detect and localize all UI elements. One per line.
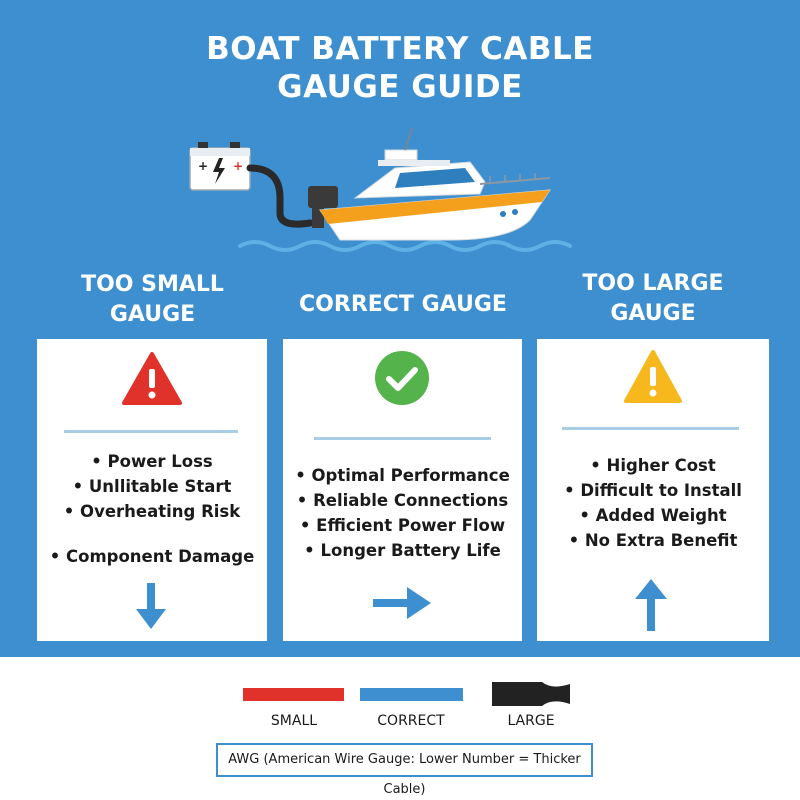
heading-too-small-line-2: GAUGE — [109, 302, 196, 327]
boat-icon — [308, 127, 551, 241]
battery-icon: + + — [189, 142, 251, 191]
too-large-list: Higher Cost Difficult to Install Added W… — [537, 453, 769, 553]
water-waves — [238, 240, 572, 252]
heading-too-large: TOO LARGE GAUGE — [537, 269, 769, 329]
card-too-small: Power Loss Unllitable Start Overheating … — [37, 339, 267, 641]
awg-footnote: AWG (American Wire Gauge: Lower Number =… — [216, 743, 593, 797]
arrow-down-icon — [136, 583, 166, 629]
correct-list: Optimal Performance Reliable Connections… — [283, 463, 522, 563]
list-item: Optimal Performance — [283, 463, 522, 488]
list-item: Difficult to Install — [537, 478, 769, 503]
heading-correct: CORRECT GAUGE — [283, 290, 523, 320]
hero-illustration: + + — [189, 127, 572, 252]
list-item: Reliable Connections — [283, 488, 522, 513]
svg-text:+: + — [198, 159, 208, 173]
legend-label-small: SMALL — [270, 713, 318, 729]
check-circle-icon — [375, 351, 429, 405]
page-title: BOAT BATTERY CABLE GAUGE GUIDE — [0, 30, 800, 106]
card-divider — [314, 437, 491, 440]
warning-red-icon — [122, 352, 182, 405]
card-divider — [64, 430, 238, 433]
heading-too-large-line-1: TOO LARGE — [582, 271, 724, 296]
list-item: Unllitable Start — [37, 474, 267, 499]
list-item: Higher Cost — [537, 453, 769, 478]
too-small-list: Power Loss Unllitable Start Overheating … — [37, 449, 267, 569]
list-item: Added Weight — [537, 503, 769, 528]
card-divider — [562, 427, 739, 430]
title-line-1: BOAT BATTERY CABLE — [206, 31, 594, 67]
heading-too-large-line-2: GAUGE — [610, 301, 696, 326]
list-item: Component Damage — [37, 544, 267, 569]
battery-cable — [246, 164, 314, 228]
legend-large-cable — [492, 682, 570, 706]
list-item: No Extra Benefit — [537, 528, 769, 553]
legend-correct-cable — [360, 688, 463, 701]
legend-small-cable — [243, 688, 344, 701]
list-item: Efficient Power Flow — [283, 513, 522, 538]
title-line-2: GAUGE GUIDE — [277, 69, 523, 105]
list-item: Overheating Risk — [37, 499, 267, 524]
arrow-right-icon — [373, 587, 431, 619]
arrow-up-icon — [635, 579, 667, 631]
list-item: Power Loss — [37, 449, 267, 474]
list-item: Longer Battery Life — [283, 538, 522, 563]
heading-correct-line-1: CORRECT GAUGE — [299, 292, 507, 317]
heading-too-small: TOO SMALL GAUGE — [40, 270, 265, 330]
warning-yellow-icon — [624, 350, 682, 403]
svg-text:+: + — [233, 159, 243, 173]
legend-label-correct: CORRECT — [377, 713, 445, 729]
heading-too-small-line-1: TOO SMALL — [81, 272, 224, 297]
card-correct: Optimal Performance Reliable Connections… — [283, 339, 522, 641]
legend-label-large: LARGE — [507, 713, 555, 729]
card-too-large: Higher Cost Difficult to Install Added W… — [537, 339, 769, 641]
